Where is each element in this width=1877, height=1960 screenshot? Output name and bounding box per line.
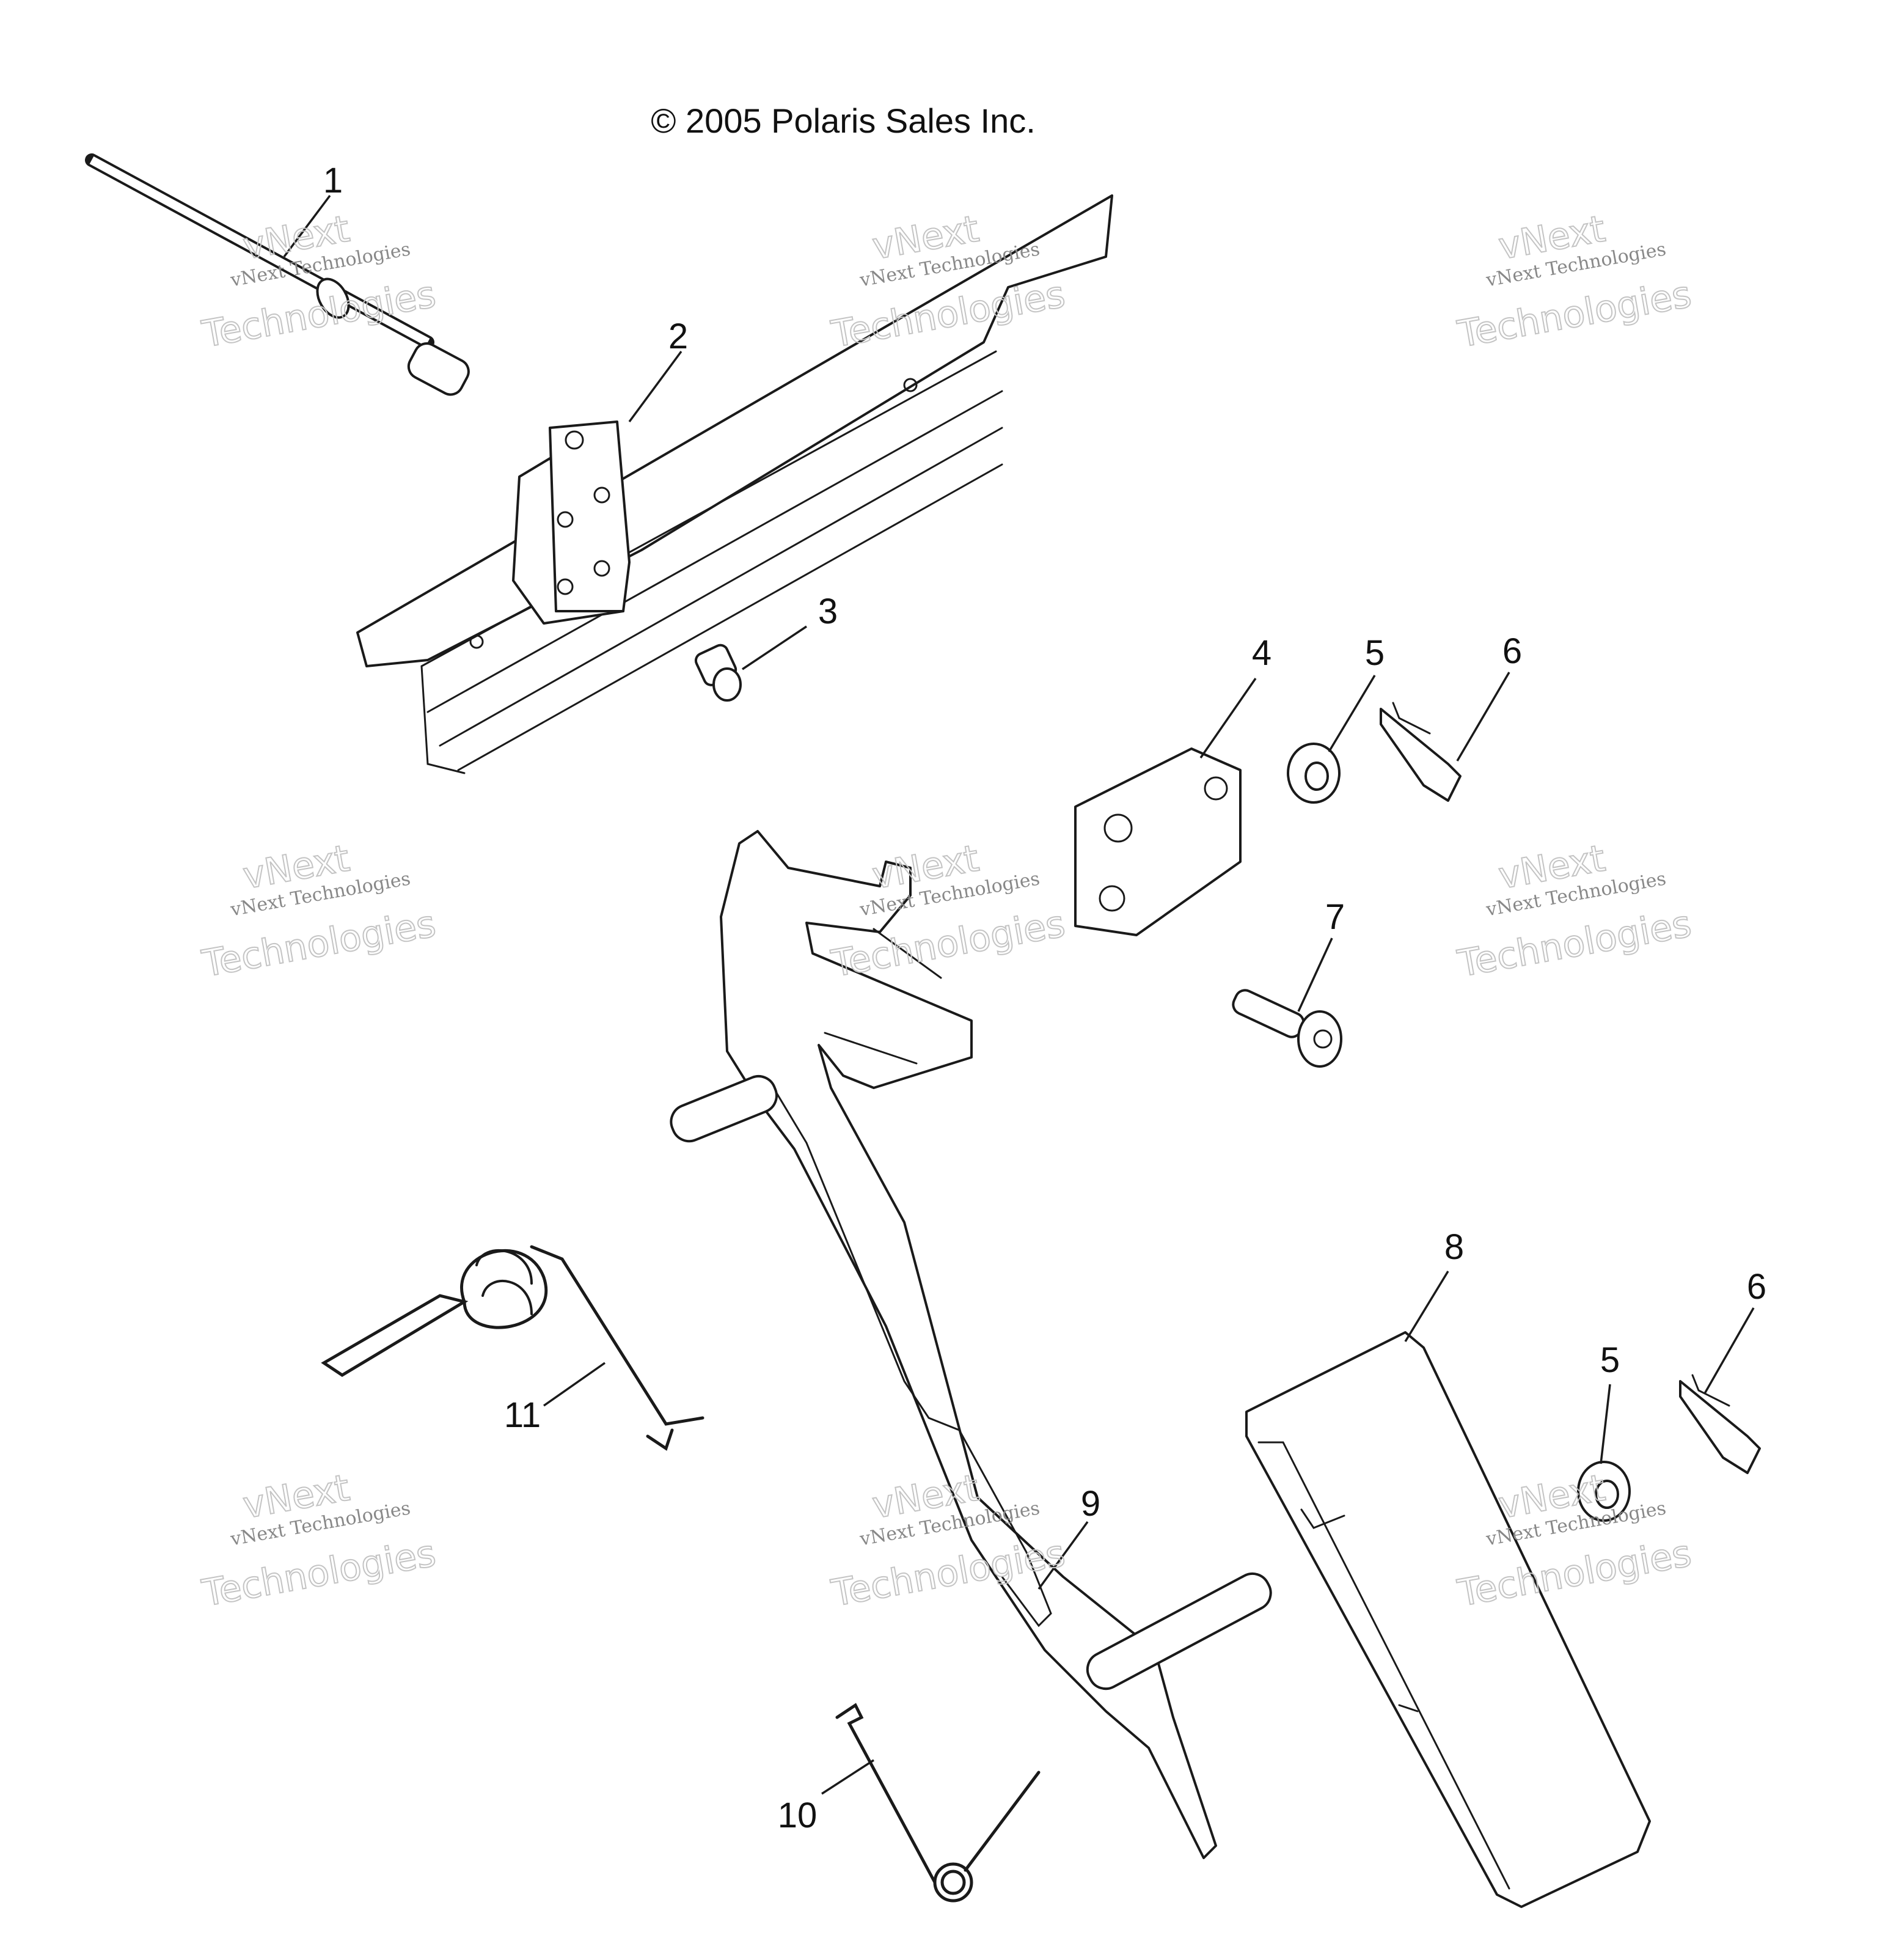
callout-11: 11 <box>504 1395 541 1435</box>
part-3-bushing <box>694 644 742 702</box>
part-1-rod <box>85 153 470 396</box>
callout-4: 4 <box>1252 633 1271 673</box>
callout-7: 7 <box>1325 897 1345 937</box>
watermark-3: vNext Technologies vNext Technologies <box>1454 207 1696 356</box>
part-6-clip-upper <box>1380 702 1462 802</box>
callout-5-upper: 5 <box>1365 633 1385 673</box>
watermark-6: vNext Technologies vNext Technologies <box>1454 836 1696 986</box>
watermark-7: vNext Technologies vNext Technologies <box>199 1466 440 1615</box>
callout-10: 10 <box>778 1796 818 1835</box>
callout-3: 3 <box>818 592 838 631</box>
part-6-clip-lower <box>1679 1374 1761 1474</box>
part-4-block <box>1074 747 1242 936</box>
part-8-pedal-pad <box>1245 1331 1651 1908</box>
callout-6-upper: 6 <box>1502 631 1522 671</box>
part-5-washer-upper <box>1287 743 1341 804</box>
part-7-bolt <box>1232 989 1342 1068</box>
part-2-bracket-frame <box>356 194 1113 774</box>
part-9-pedal-lever <box>670 830 1272 1859</box>
callout-5-lower: 5 <box>1600 1340 1620 1380</box>
copyright-notice: © 2005 Polaris Sales Inc. <box>651 101 1036 140</box>
part-11-spring-large <box>321 1245 704 1451</box>
callout-9: 9 <box>1081 1484 1100 1524</box>
callout-2: 2 <box>668 317 688 356</box>
part-5-washer-lower <box>1577 1461 1631 1522</box>
callout-6-lower: 6 <box>1747 1267 1766 1307</box>
leader-lines <box>283 194 1755 1795</box>
part-10-spring-small <box>835 1703 1041 1903</box>
callout-1: 1 <box>323 161 343 200</box>
callout-8: 8 <box>1444 1227 1464 1267</box>
watermark-4: vNext Technologies vNext Technologies <box>199 836 440 986</box>
callout-labels: 1 2 3 4 5 6 7 8 5 6 9 10 11 <box>323 161 1766 1835</box>
